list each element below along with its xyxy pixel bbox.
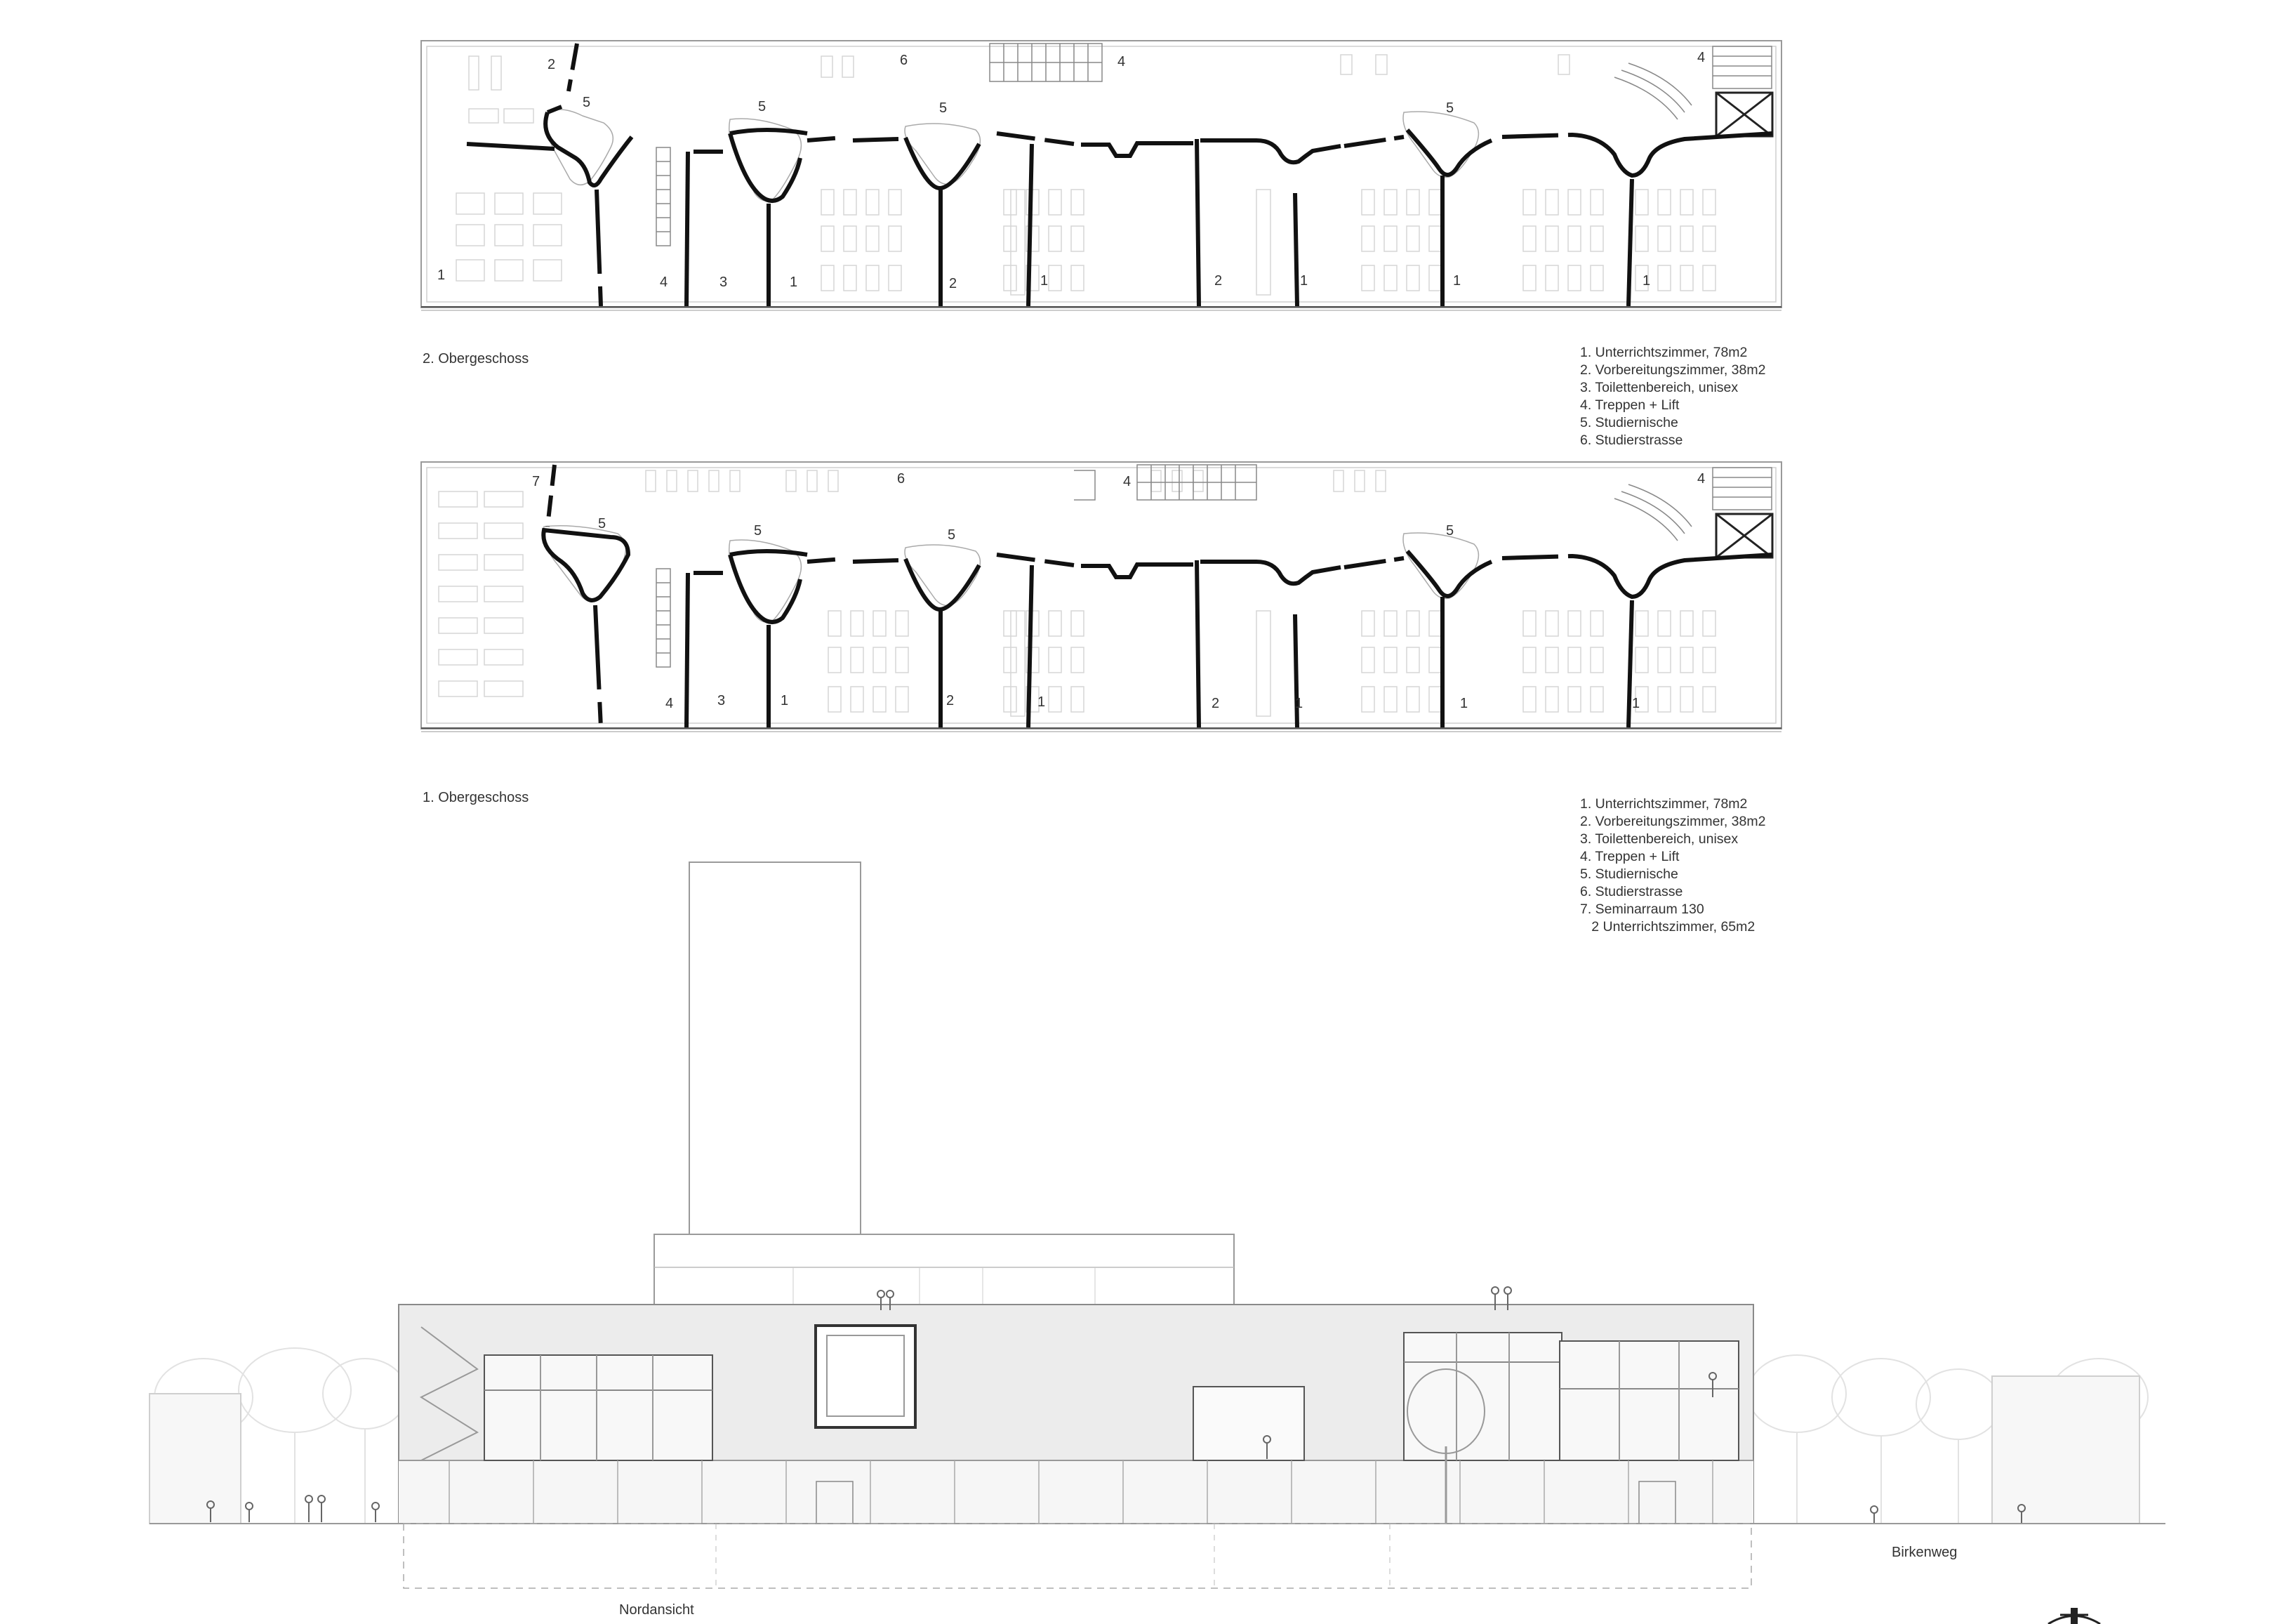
- room-label: 1: [1460, 696, 1468, 711]
- room-label: 5: [1446, 523, 1454, 539]
- legend-item: 2. Vorbereitungszimmer, 38m2: [1580, 362, 1766, 378]
- legend-item: 2 Unterrichtszimmer, 65m2: [1580, 919, 1756, 935]
- people-figures: [206, 1286, 2026, 1524]
- floor-plan-1-og: 7 6 4 4 5 5 5 5 4 3 1 2 1 2 1 1 1: [420, 461, 1782, 732]
- legend-og1: 1. Unterrichtszimmer, 78m2 2. Vorbereitu…: [1580, 796, 1765, 936]
- room-label: 4: [1123, 474, 1131, 489]
- room-numbers-og1: 7 6 4 4 5 5 5 5 4 3 1 2 1 2 1 1 1: [532, 471, 1705, 711]
- room-label: 5: [939, 100, 947, 116]
- north-arrow-icon: [2048, 1608, 2101, 1624]
- room-label: 5: [758, 99, 766, 114]
- room-label: 4: [1697, 50, 1705, 65]
- walls-og1: [541, 464, 1773, 728]
- room-label: 2: [1214, 273, 1222, 289]
- room-label: 4: [1697, 471, 1705, 487]
- legend-item: 7. Seminarraum 130: [1580, 902, 1704, 917]
- legend-item: 2. Vorbereitungszimmer, 38m2: [1580, 814, 1766, 829]
- room-label: 1: [1040, 273, 1048, 289]
- legend-item: 3. Toilettenbereich, unisex: [1580, 380, 1739, 395]
- room-numbers-og2: 2 6 4 4 5 5 5 5 1 4 3 1 2 1 2 1 1 1: [437, 50, 1705, 291]
- room-label: 1: [1037, 694, 1045, 710]
- room-label: 3: [717, 693, 725, 708]
- floor-plan-2-og: 2 6 4 4 5 5 5 5 1 4 3 1 2 1 2 1 1 1: [420, 40, 1782, 311]
- room-label: 5: [754, 523, 762, 539]
- north-elevation: [149, 861, 2165, 1624]
- facade-windows: [484, 1324, 1739, 1461]
- room-label: 1: [1643, 273, 1650, 289]
- room-label: 1: [1300, 273, 1308, 289]
- plan-caption-og2: 2. Obergeschoss: [423, 351, 529, 367]
- room-label: 1: [1295, 696, 1303, 711]
- street-label: Birkenweg: [1892, 1545, 1958, 1560]
- ground-floor-glazing: [449, 1460, 1713, 1524]
- room-label: 5: [948, 527, 955, 543]
- front-tree: [1407, 1368, 1485, 1524]
- legend-item: 1. Unterrichtszimmer, 78m2: [1580, 796, 1748, 812]
- room-label: 5: [1446, 100, 1454, 116]
- room-label: 2: [949, 276, 957, 291]
- room-label: 1: [1632, 696, 1640, 711]
- legend-item: 5. Studiernische: [1580, 415, 1678, 430]
- legend-item: 6. Studierstrasse: [1580, 884, 1683, 899]
- legend-item: 5. Studiernische: [1580, 866, 1678, 882]
- room-label: 1: [781, 693, 788, 708]
- legend-item: 1. Unterrichtszimmer, 78m2: [1580, 345, 1748, 360]
- room-label: 4: [1117, 54, 1125, 70]
- legend-item: 3. Toilettenbereich, unisex: [1580, 831, 1739, 847]
- plan-caption-og1: 1. Obergeschoss: [423, 790, 529, 805]
- stair-og1: [656, 464, 1772, 668]
- room-label: 6: [897, 471, 905, 487]
- room-label: 3: [719, 275, 727, 290]
- legend-item: 6. Studierstrasse: [1580, 433, 1683, 448]
- room-label: 2: [946, 693, 954, 708]
- room-label: 2: [1212, 696, 1219, 711]
- lift-og1: [1715, 513, 1774, 559]
- elevation-caption: Nordansicht: [619, 1602, 694, 1618]
- walls-og2: [466, 43, 1773, 307]
- room-label: 1: [790, 275, 797, 290]
- room-label: 6: [900, 53, 908, 68]
- legend-og2: 1. Unterrichtszimmer, 78m2 2. Vorbereitu…: [1580, 344, 1765, 449]
- legend-item: 4. Treppen + Lift: [1580, 397, 1680, 413]
- room-label: 7: [532, 474, 540, 489]
- room-label: 4: [665, 696, 673, 711]
- room-label: 1: [1453, 273, 1461, 289]
- room-label: 2: [548, 57, 555, 72]
- room-label: 4: [660, 275, 668, 290]
- room-label: 5: [583, 95, 590, 110]
- legend-item: 4. Treppen + Lift: [1580, 849, 1680, 864]
- furniture-og2: [456, 54, 1716, 296]
- room-label: 1: [437, 268, 445, 283]
- stair-og2: [656, 43, 1772, 246]
- tower: [689, 861, 861, 1235]
- room-label: 5: [598, 516, 606, 532]
